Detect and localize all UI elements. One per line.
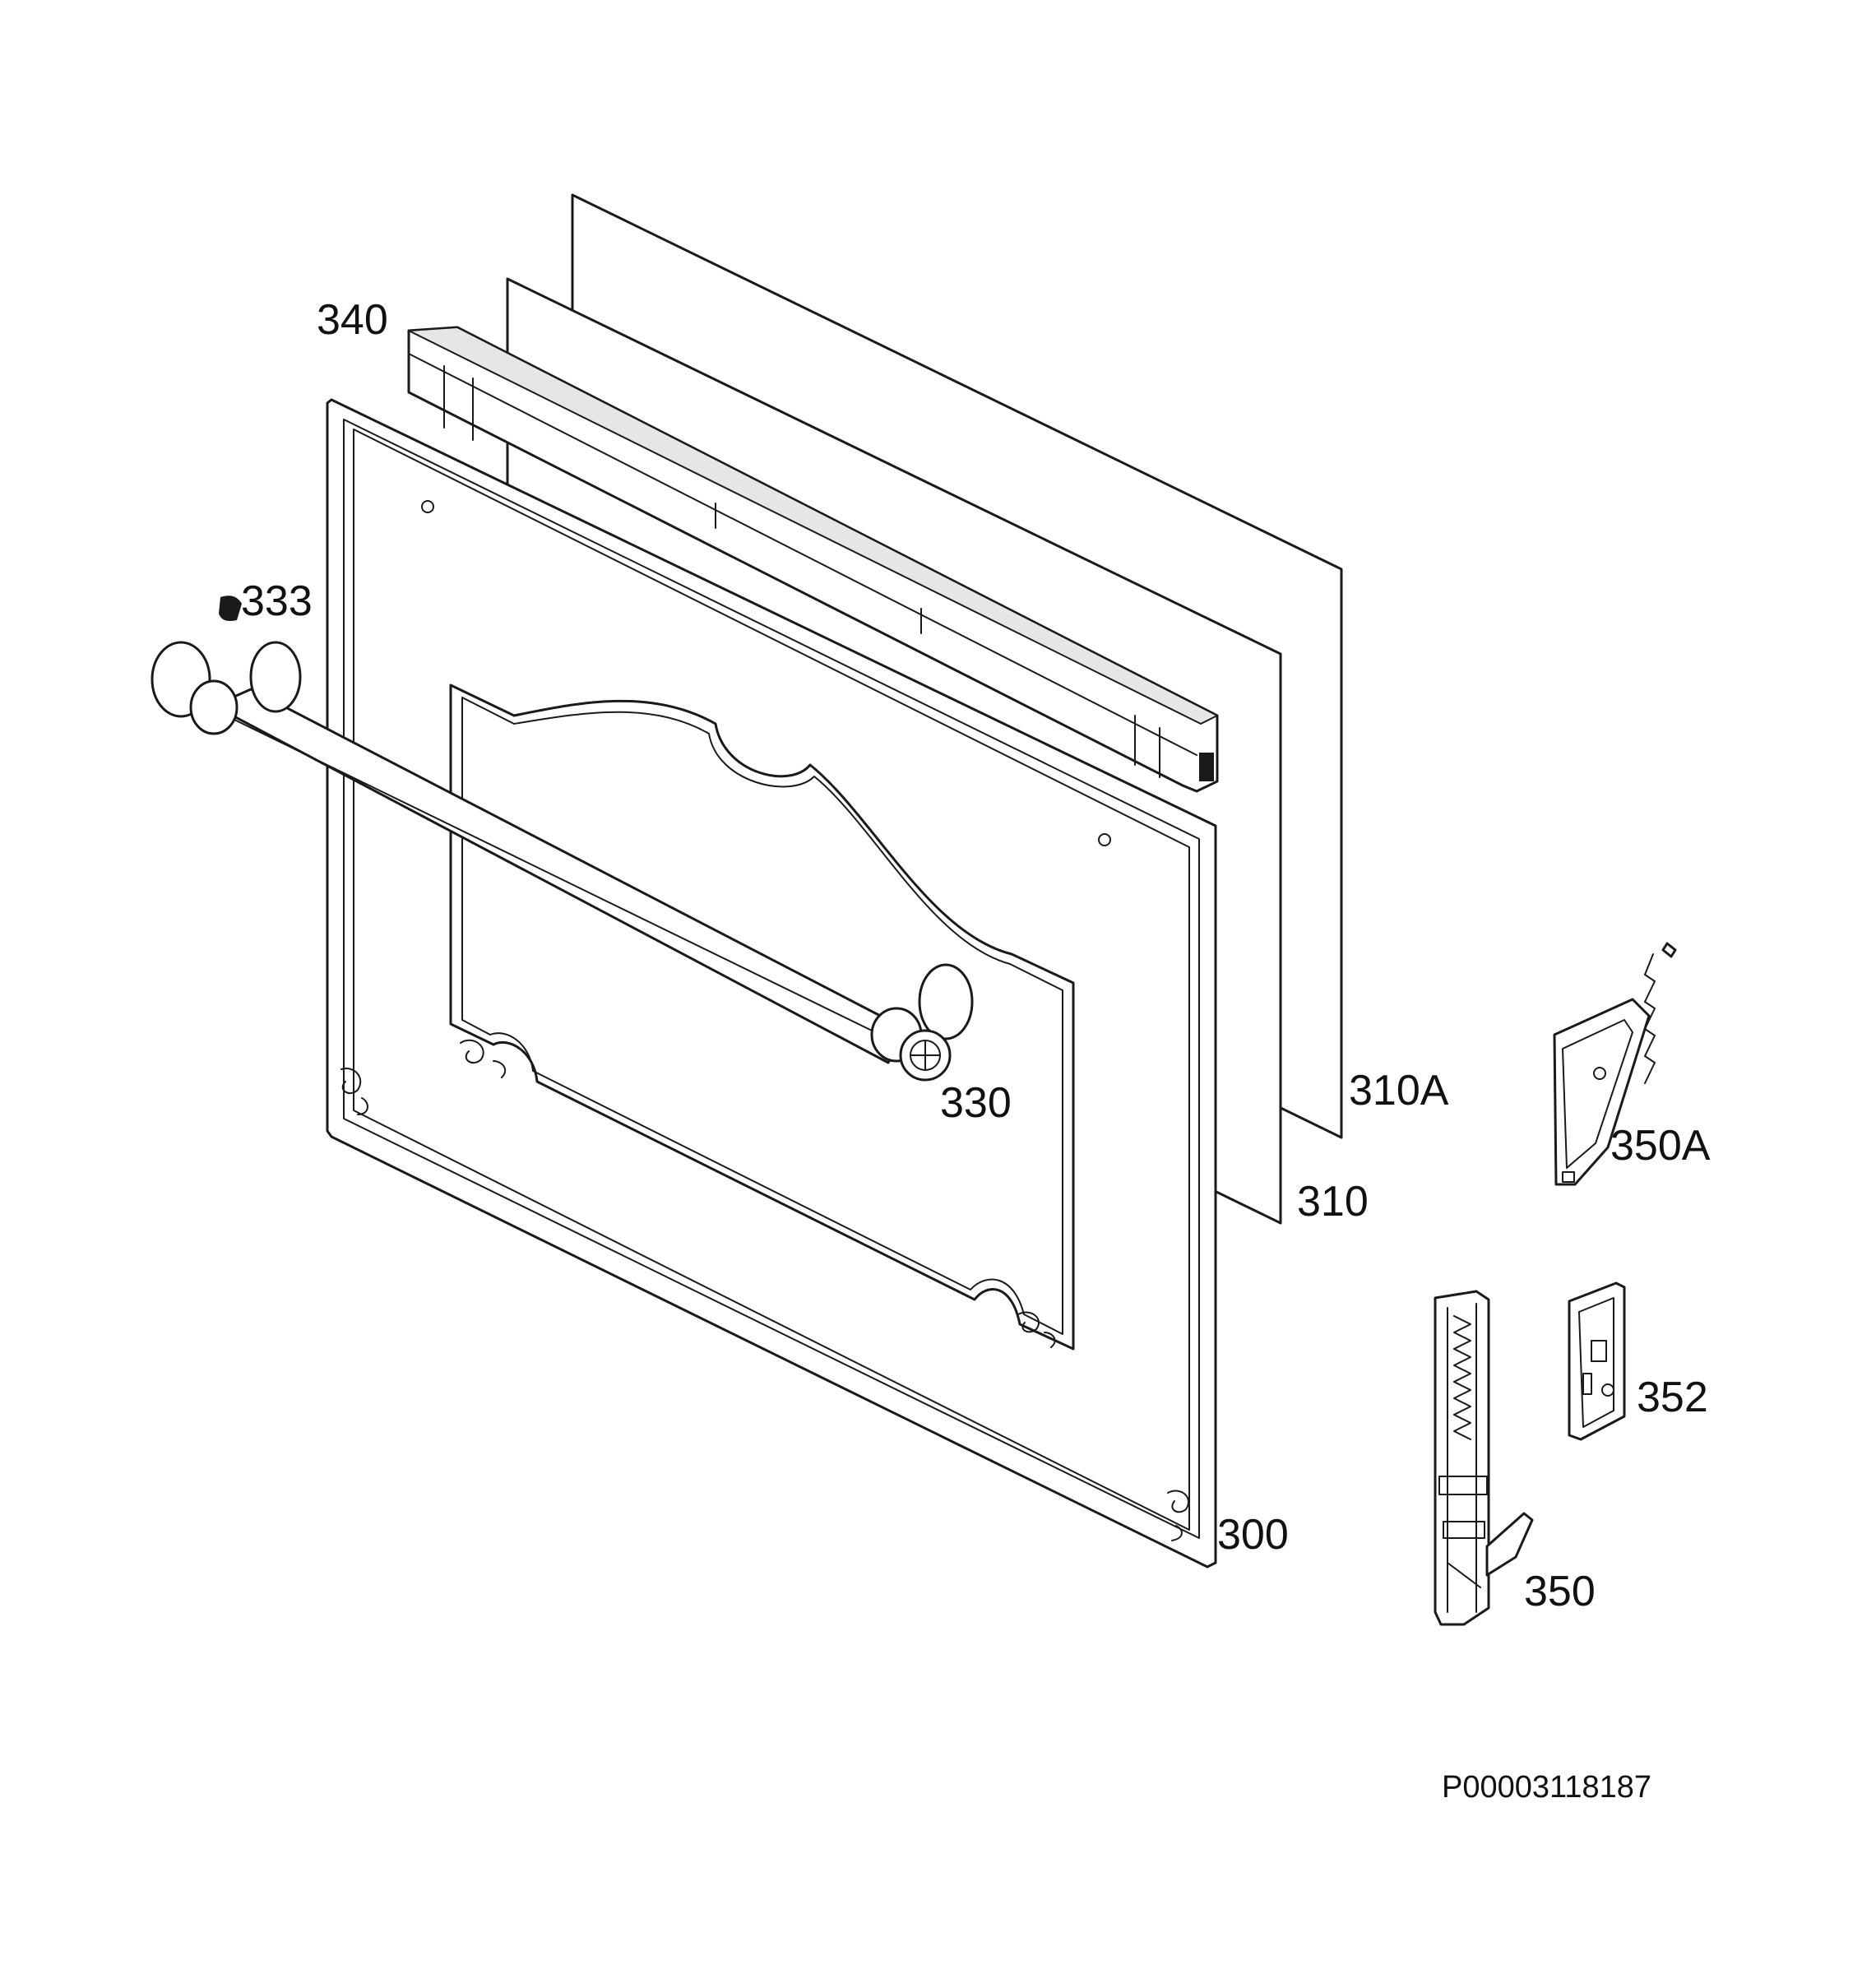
document-id: P00003118187 — [1442, 1770, 1651, 1805]
callout-310a: 310A — [1349, 1067, 1449, 1114]
screw-icon — [219, 595, 242, 621]
part-340-door-top-profile — [407, 326, 1219, 793]
callout-330: 330 — [940, 1079, 1012, 1127]
callout-310: 310 — [1297, 1178, 1369, 1226]
part-350a-hinge — [1553, 942, 1677, 1186]
callout-333: 333 — [241, 577, 313, 625]
callout-350: 350 — [1524, 1568, 1596, 1615]
part-350-hinge-assembly — [1434, 1290, 1534, 1626]
callout-350a: 350A — [1610, 1122, 1711, 1170]
callout-300: 300 — [1217, 1511, 1289, 1559]
callout-340: 340 — [317, 296, 388, 344]
part-352-hinge-bracket — [1568, 1281, 1626, 1441]
part-330-door-handle — [151, 641, 974, 1082]
callout-352: 352 — [1637, 1374, 1708, 1421]
